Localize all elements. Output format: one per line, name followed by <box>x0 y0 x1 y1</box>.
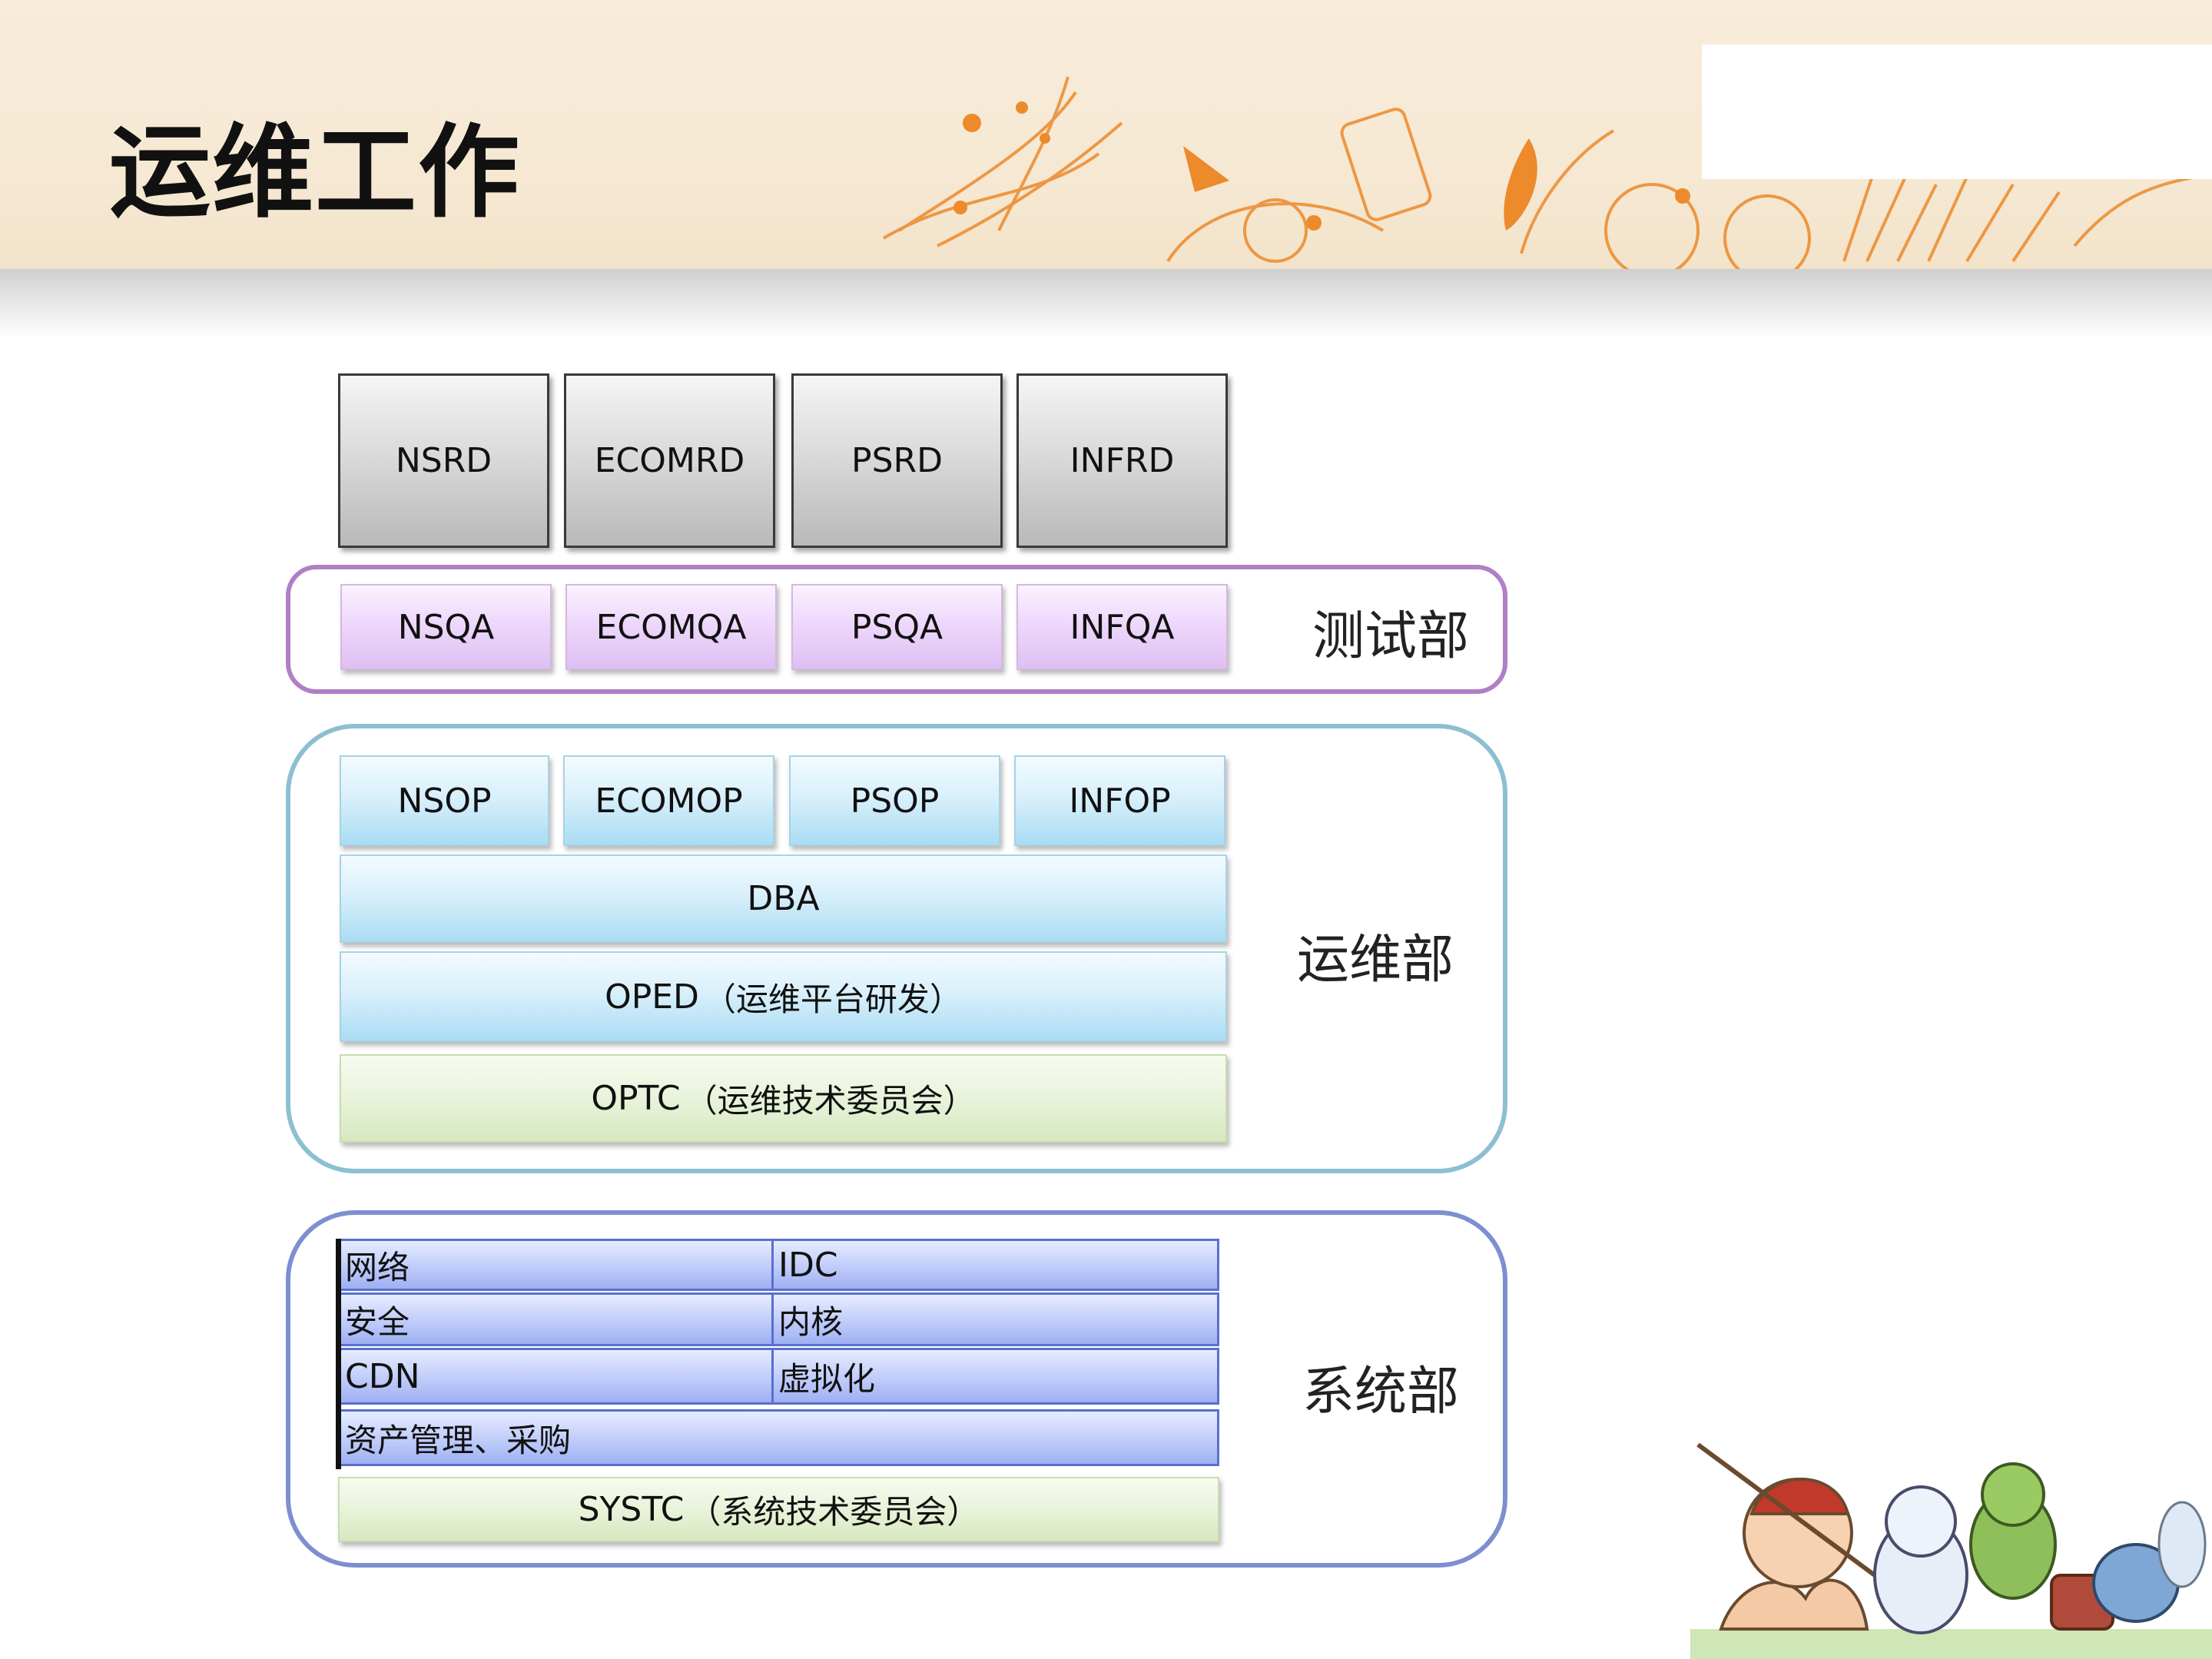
optc-bar: OPTC（运维技术委员会） <box>340 1054 1227 1143</box>
optc-desc: （运维技术委员会） <box>685 1082 976 1120</box>
rd-box-infrd: INFRD <box>1016 373 1228 548</box>
sys-cell-cdn-text: CDN <box>345 1356 420 1396</box>
op-box-ecomop: ECOMOP <box>563 755 774 846</box>
op-department-label: 运维部 <box>1297 930 1454 990</box>
systc-desc: （系统技术委员会） <box>688 1493 980 1531</box>
sys-cell-virtualization: 虚拟化 <box>771 1348 1219 1405</box>
sys-cell-cdn: CDN <box>338 1348 774 1405</box>
rd-box-nsrd: NSRD <box>338 373 549 548</box>
rd-box-ecomrd: ECOMRD <box>564 373 775 548</box>
sys-cell-asset: 资产管理、采购 <box>338 1409 1219 1466</box>
sys-cell-network: 网络 <box>338 1239 774 1291</box>
qa-box-ecomqa: ECOMQA <box>565 584 777 670</box>
op-box-infop: INFOP <box>1014 755 1225 846</box>
optc-code: OPTC <box>591 1079 681 1118</box>
sys-cell-idc: IDC <box>771 1239 1219 1291</box>
header-shadow <box>0 269 2212 338</box>
mascot-illustration <box>1690 1442 2212 1659</box>
blank-overlay <box>1702 45 2212 179</box>
decorative-illustration <box>882 76 2198 269</box>
op-box-psop: PSOP <box>789 755 1000 846</box>
sys-cell-idc-text: IDC <box>778 1245 838 1285</box>
qa-box-nsqa: NSQA <box>340 584 552 670</box>
sys-cell-security: 安全 <box>338 1292 774 1346</box>
qa-department-label: 测试部 <box>1312 606 1470 667</box>
systc-bar: SYSTC（系统技术委员会） <box>338 1477 1219 1542</box>
sys-left-border <box>336 1239 341 1469</box>
oped-code: OPED <box>605 977 699 1017</box>
sys-department-label: 系统部 <box>1302 1362 1460 1422</box>
page-title: 运维工作 <box>109 114 521 232</box>
op-box-nsop: NSOP <box>340 755 549 846</box>
systc-code: SYSTC <box>578 1490 685 1529</box>
qa-box-infqa: INFQA <box>1016 584 1228 670</box>
oped-bar: OPED（运维平台研发） <box>340 951 1227 1042</box>
oped-desc: （运维平台研发） <box>703 980 962 1018</box>
sys-cell-kernel: 内核 <box>771 1292 1219 1346</box>
qa-box-psqa: PSQA <box>791 584 1003 670</box>
rd-box-psrd: PSRD <box>791 373 1003 548</box>
dba-bar: DBA <box>340 854 1227 943</box>
